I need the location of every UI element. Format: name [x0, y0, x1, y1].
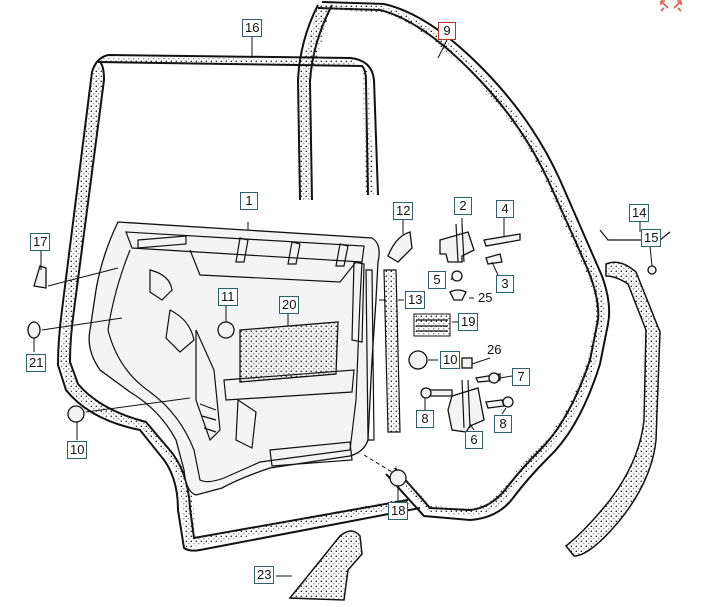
callout-10-left[interactable]: 10: [67, 441, 88, 459]
callout-14[interactable]: 14: [629, 204, 650, 222]
label-25: 25: [478, 290, 493, 305]
callout-7[interactable]: 7: [512, 368, 530, 386]
callout-6[interactable]: 6: [465, 431, 483, 449]
expand-arrows-icon[interactable]: [659, 0, 683, 12]
callout-2[interactable]: 2: [454, 197, 472, 215]
side-seal-strip: [564, 229, 671, 557]
guide-rail: [365, 269, 401, 441]
plug-11: [217, 321, 235, 339]
callout-9[interactable]: 9: [438, 22, 456, 40]
window-channel-strip: [296, 4, 333, 201]
callout-10-right[interactable]: 10: [440, 351, 461, 369]
window-seal-piece: [387, 231, 413, 263]
plug-10-right: [408, 350, 428, 370]
callout-5[interactable]: 5: [428, 271, 446, 289]
callout-12[interactable]: 12: [393, 202, 414, 220]
door-opening-seal: [317, 1, 611, 522]
callout-1[interactable]: 1: [240, 192, 258, 210]
callout-15[interactable]: 15: [641, 229, 662, 247]
mounting-bracket: [288, 530, 363, 601]
callout-17[interactable]: 17: [30, 233, 51, 251]
callout-23[interactable]: 23: [254, 566, 275, 584]
lower-hinge: [420, 357, 514, 433]
door-frame-seal: [56, 54, 421, 552]
leader-lines: [33, 36, 653, 577]
callout-18[interactable]: 18: [388, 502, 409, 520]
callout-8-left[interactable]: 8: [416, 410, 434, 428]
callout-8-right[interactable]: 8: [494, 415, 512, 433]
plug-10-left: [67, 405, 85, 423]
callout-21[interactable]: 21: [26, 354, 47, 372]
upper-hinge: [439, 223, 521, 301]
callout-4[interactable]: 4: [496, 200, 514, 218]
callout-16[interactable]: 16: [242, 19, 263, 37]
callout-13[interactable]: 13: [405, 291, 426, 309]
callout-20[interactable]: 20: [279, 296, 300, 314]
plug-21: [27, 321, 41, 339]
plug-18: [389, 469, 407, 487]
label-26: 26: [487, 342, 502, 357]
callout-11[interactable]: 11: [218, 288, 238, 306]
callout-3[interactable]: 3: [496, 275, 514, 293]
callout-19[interactable]: 19: [458, 313, 479, 331]
trim-cover: [33, 265, 47, 289]
door-check-strap: [413, 313, 451, 337]
door-shell: [88, 221, 380, 496]
insulation-panel: [239, 321, 339, 383]
